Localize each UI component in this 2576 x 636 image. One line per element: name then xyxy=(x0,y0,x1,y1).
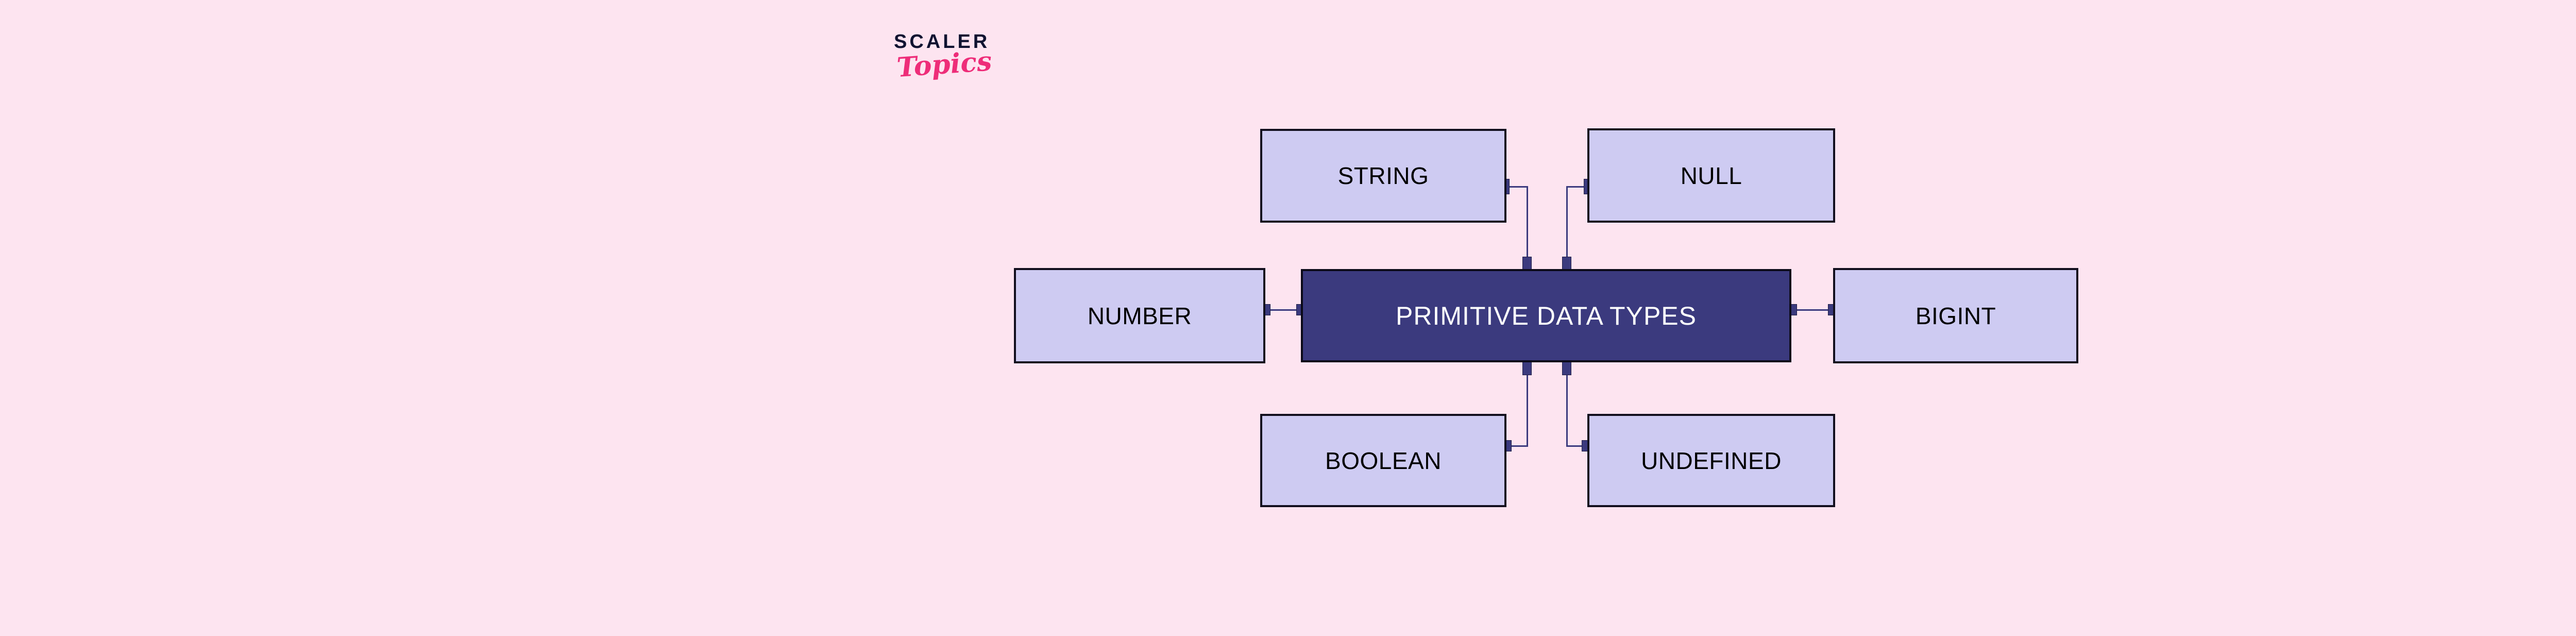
node-string[interactable]: STRING xyxy=(1260,129,1506,223)
connector-number-to-center xyxy=(1265,309,1302,311)
logo-wordmark: SCALER xyxy=(894,31,990,53)
node-number[interactable]: NUMBER xyxy=(1014,268,1265,363)
connector-null-elbow-v xyxy=(1566,186,1568,270)
connector-center-to-bigint xyxy=(1790,309,1834,311)
node-null[interactable]: NULL xyxy=(1587,128,1835,223)
connector-boolean-elbow-h xyxy=(1504,445,1528,447)
scaler-topics-logo: SCALER Topics xyxy=(894,32,1059,109)
connector-string-elbow-h xyxy=(1504,186,1528,188)
connector-null-elbow-h xyxy=(1566,186,1590,188)
connector-boolean-elbow-v xyxy=(1527,361,1528,446)
node-primitive-data-types[interactable]: PRIMITIVE DATA TYPES xyxy=(1301,269,1791,362)
connector-undefined-elbow-v xyxy=(1566,361,1568,446)
connector-undefined-elbow-h xyxy=(1566,445,1590,447)
node-bigint[interactable]: BIGINT xyxy=(1833,268,2078,363)
node-boolean[interactable]: BOOLEAN xyxy=(1260,414,1506,507)
node-undefined[interactable]: UNDEFINED xyxy=(1587,414,1835,507)
connector-string-elbow-v xyxy=(1527,186,1528,270)
